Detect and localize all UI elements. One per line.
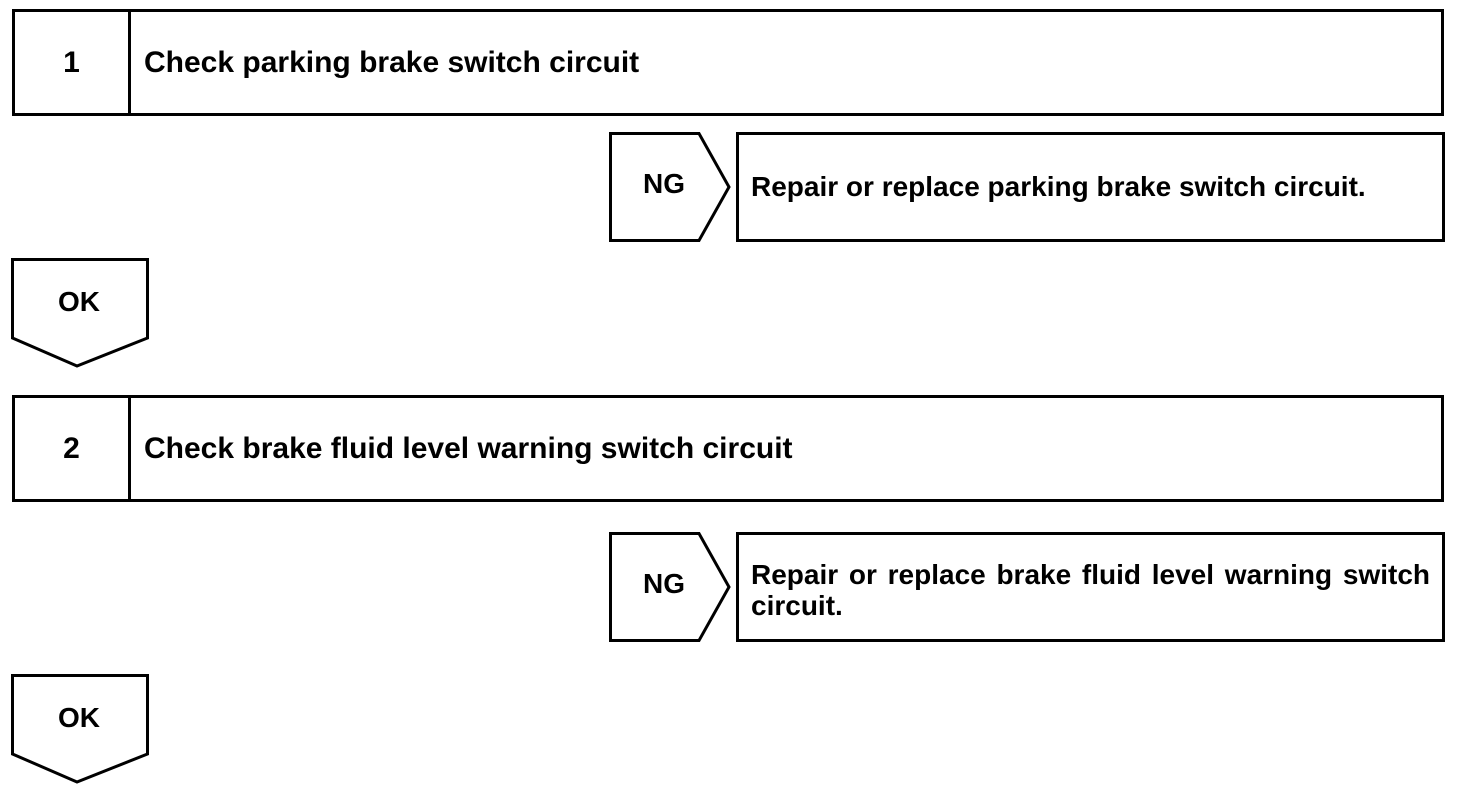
step-1-number: 1 <box>15 12 131 113</box>
step-2-ng-arrow: NG <box>609 532 733 642</box>
ng-arrow-shape <box>609 132 731 242</box>
step-1-box: 1 Check parking brake switch circuit <box>12 9 1444 116</box>
step-2-ng-action: Repair or replace brake fluid level warn… <box>751 559 1430 621</box>
step-1-title: Check parking brake switch circuit <box>144 45 640 79</box>
step-1-ng-action-box: Repair or replace parking brake switch c… <box>736 132 1445 242</box>
ng-arrow-shape <box>609 532 731 642</box>
step-2-title: Check brake fluid level warning switch c… <box>144 431 793 465</box>
step-2-box: 2 Check brake fluid level warning switch… <box>12 395 1444 502</box>
step-1-ng-label: NG <box>643 168 685 199</box>
step-2-ng-action-box: Repair or replace brake fluid level warn… <box>736 532 1445 642</box>
step-1-ok-label: OK <box>58 286 100 317</box>
ok-arrow-shape <box>11 674 149 784</box>
step-1-ng-action: Repair or replace parking brake switch c… <box>751 170 1366 202</box>
step-2-number: 2 <box>15 398 131 499</box>
step-1-ng-arrow: NG <box>609 132 733 242</box>
step-2-ok-label: OK <box>58 702 100 733</box>
ok-arrow-shape <box>11 258 149 368</box>
step-2-ng-label: NG <box>643 568 685 599</box>
step-1-ok-arrow: OK <box>11 258 151 370</box>
step-2-ok-arrow: OK <box>11 674 151 786</box>
